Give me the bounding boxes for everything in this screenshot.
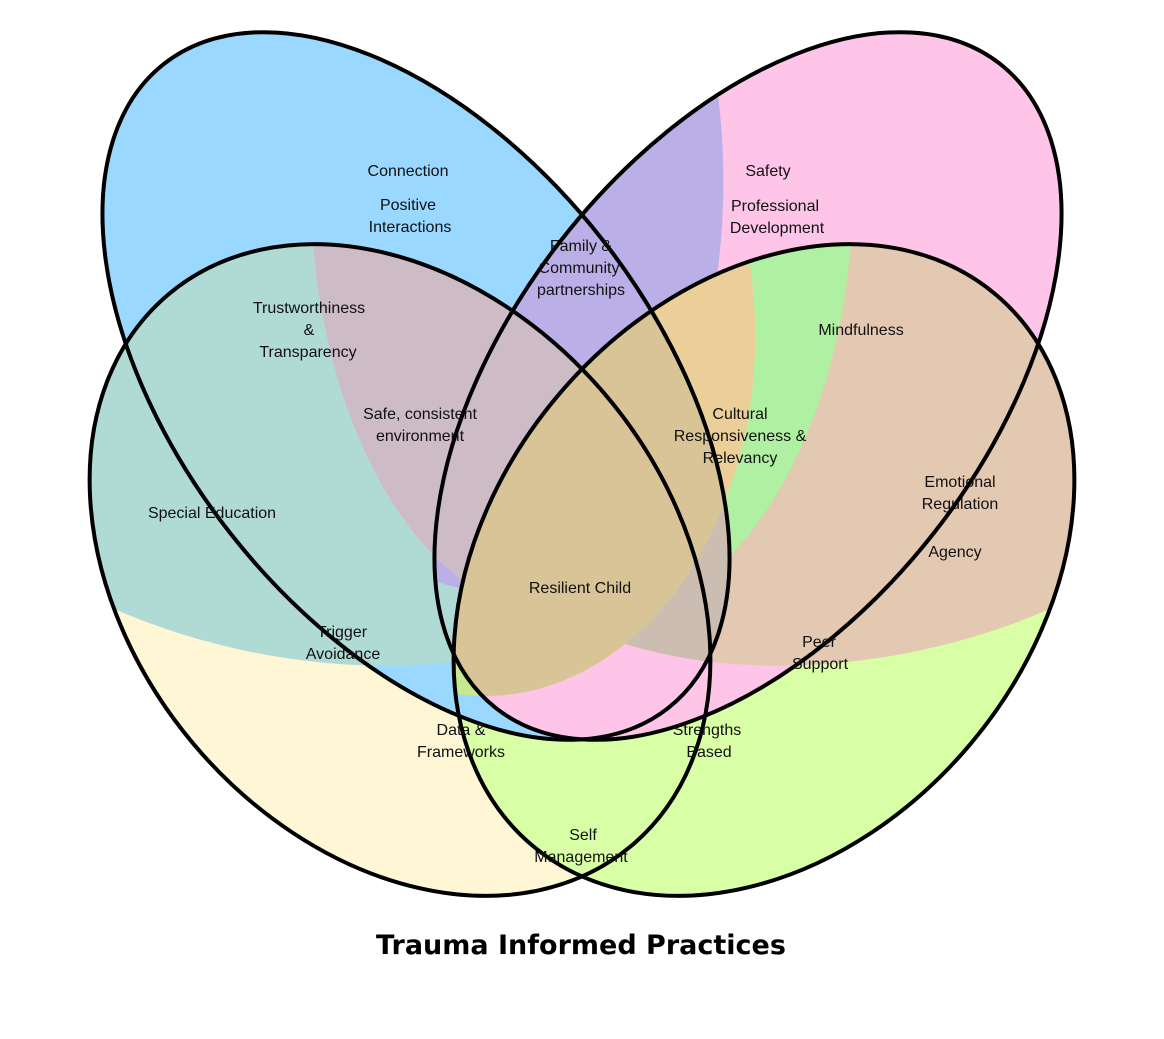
cultural-line-2: Responsiveness & [674, 428, 807, 445]
family-line-2: Community [539, 260, 620, 277]
peer-line-1: Peer [802, 634, 836, 651]
safe-env-line-1: Safe, consistent [363, 406, 477, 423]
outline-emotional-regulation [451, 242, 1077, 898]
label-resilient-child: Resilient Child [529, 580, 631, 597]
connection-line-2: Positive [380, 197, 436, 214]
label-trigger: Trigger Avoidance [306, 624, 381, 663]
trust-line-3: Transparency [259, 344, 356, 361]
data-line-1: Data & [437, 722, 486, 739]
safety-line-3: Development [730, 220, 825, 237]
emotional-line-2: Regulation [922, 496, 999, 513]
label-data: Data & Frameworks [417, 722, 505, 761]
overlap-all-four [453, 244, 756, 697]
label-safe-environment: Safe, consistent environment [363, 406, 477, 445]
peer-line-2: Support [792, 656, 849, 673]
cultural-line-3: Relevancy [703, 450, 778, 467]
label-safety: Safety Professional Development [730, 163, 825, 237]
label-strengths: Strengths Based [673, 722, 741, 761]
trust-line-1: Trustworthiness [253, 300, 365, 317]
label-connection: Connection Positive Interactions [368, 163, 452, 236]
strengths-line-2: Based [686, 744, 731, 761]
outline-connection [100, 30, 732, 742]
label-family-community: Family & Community partnerships [537, 238, 625, 299]
label-cultural: Cultural Responsiveness & Relevancy [674, 406, 807, 467]
self-line-2: Management [534, 849, 628, 866]
label-self-management: Self Management [534, 827, 628, 866]
label-emotional-regulation: Emotional Regulation Agency [922, 474, 999, 561]
label-mindfulness: Mindfulness [818, 322, 903, 339]
safety-line-1: Safety [745, 163, 790, 180]
outline-safety [432, 30, 1064, 742]
trigger-line-1: Trigger [317, 624, 368, 641]
strengths-line-1: Strengths [673, 722, 741, 739]
label-peer: Peer Support [792, 634, 849, 673]
diagram-title: Trauma Informed Practices [376, 930, 786, 961]
safety-line-2: Professional [731, 198, 819, 215]
self-line-1: Self [569, 827, 597, 844]
cultural-line-1: Cultural [712, 406, 767, 423]
outline-special-education [87, 242, 713, 898]
safe-env-line-2: environment [376, 428, 465, 445]
emotional-line-3: Agency [928, 544, 981, 561]
emotional-line-1: Emotional [924, 474, 995, 491]
data-line-2: Frameworks [417, 744, 505, 761]
trigger-line-2: Avoidance [306, 646, 381, 663]
label-trustworthiness: Trustworthiness & Transparency [253, 300, 365, 361]
region-labels: Connection Positive Interactions Safety … [148, 163, 998, 866]
label-special-education: Special Education [148, 505, 276, 522]
connection-line-3: Interactions [369, 219, 452, 236]
trust-line-2: & [304, 322, 315, 339]
family-line-3: partnerships [537, 282, 625, 299]
connection-line-1: Connection [368, 163, 449, 180]
family-line-1: Family & [550, 238, 613, 255]
